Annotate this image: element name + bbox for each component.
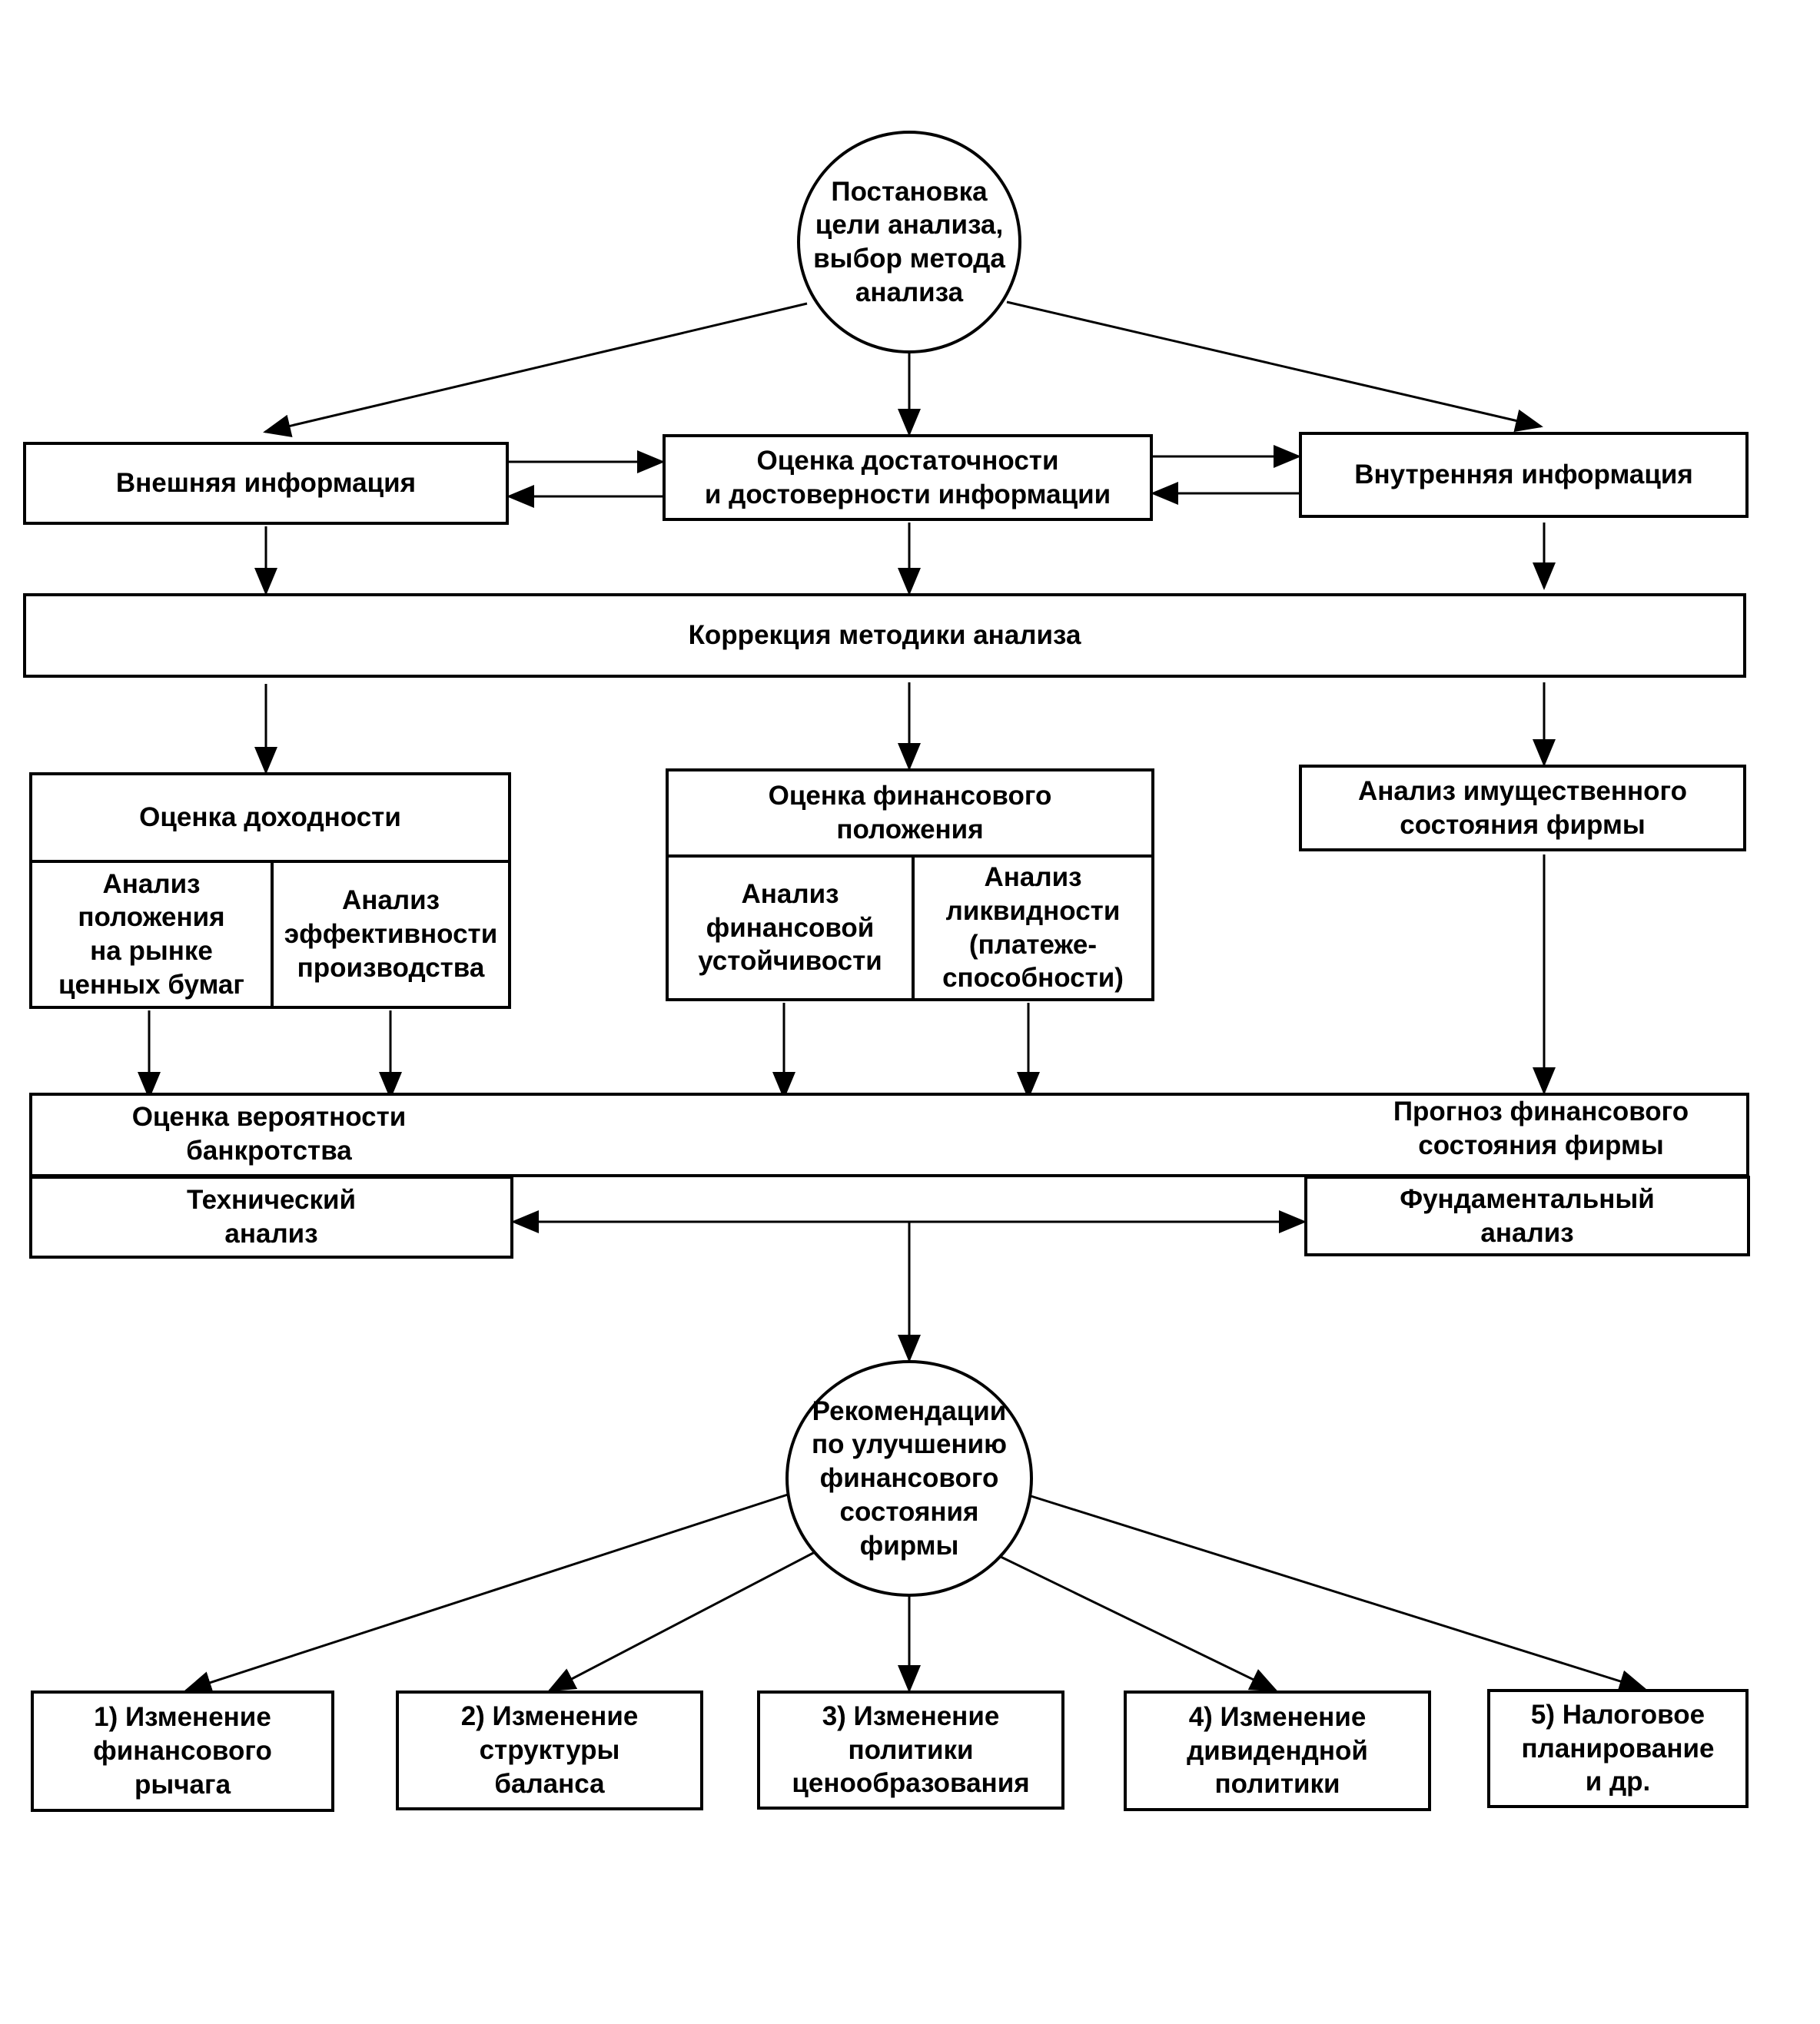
fundamental-analysis-box: Фундаментальный анализ bbox=[1304, 1176, 1750, 1256]
arrow-recommendations-to-action-5 bbox=[1025, 1493, 1647, 1693]
recommendations-circle: Рекомендации по улучшению финансового со… bbox=[785, 1360, 1033, 1597]
arrow-recommendations-to-action-2 bbox=[547, 1551, 815, 1692]
financial-stability-analysis: Анализ финансовой устойчивости bbox=[698, 878, 882, 977]
external-info-box: Внешняя информация bbox=[23, 442, 509, 525]
securities-market-analysis: Анализ положения на рынке ценных бумаг bbox=[58, 868, 244, 1000]
arrow-goal-to-external bbox=[263, 302, 808, 437]
production-efficiency-analysis: Анализ эффективности производства bbox=[284, 885, 498, 983]
action-tax-planning: 5) Налоговое планирование и др. bbox=[1487, 1689, 1749, 1808]
arrow-recommendations-to-action-4 bbox=[998, 1554, 1278, 1692]
action-financial-leverage: 1) Изменение финансового рычага bbox=[31, 1691, 334, 1812]
arrow-goal-to-internal bbox=[1006, 300, 1543, 433]
forecast-label: Прогноз финансового состояния фирмы bbox=[1393, 1097, 1689, 1160]
action-balance-structure: 2) Изменение структуры баланса bbox=[396, 1691, 703, 1810]
liquidity-analysis: Анализ ликвидности (платеже- способности… bbox=[942, 862, 1124, 994]
profitability-group: Оценка доходности Анализ положения на ры… bbox=[29, 772, 511, 1009]
arrow-recommendations-to-action-1 bbox=[184, 1493, 789, 1694]
financial-position-group: Оценка финансового положения Анализ фина… bbox=[666, 768, 1154, 1001]
goal-circle: Постановка цели анализа, выбор метода ан… bbox=[797, 131, 1021, 353]
internal-info-box: Внутренняя информация bbox=[1299, 432, 1749, 518]
profitability-divider-h bbox=[32, 860, 508, 863]
technical-analysis-box: Технический анализ bbox=[29, 1176, 513, 1259]
financial-position-title: Оценка финансового положения bbox=[768, 781, 1052, 844]
sufficiency-check-box: Оценка достаточности и достоверности инф… bbox=[663, 434, 1153, 521]
financial-position-divider-h bbox=[669, 854, 1151, 858]
action-pricing-policy: 3) Изменение политики ценообразования bbox=[757, 1691, 1064, 1810]
profitability-title: Оценка доходности bbox=[139, 802, 401, 833]
property-state-box: Анализ имущественного состояния фирмы bbox=[1299, 765, 1746, 851]
bankruptcy-forecast-bar bbox=[29, 1093, 1749, 1177]
profitability-divider-v bbox=[271, 861, 274, 1006]
bankruptcy-probability-label: Оценка вероятности банкротства bbox=[131, 1102, 407, 1166]
action-dividend-policy: 4) Изменение дивидендной политики bbox=[1124, 1691, 1431, 1811]
financial-position-divider-v bbox=[912, 856, 915, 998]
methodology-correction-box: Коррекция методики анализа bbox=[23, 593, 1746, 678]
